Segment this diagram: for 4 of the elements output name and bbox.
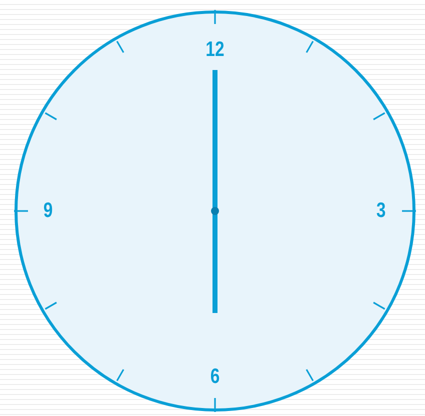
hour-number: 9 [43,200,53,222]
hour-number: 12 [206,39,224,61]
hour-number: 6 [210,366,220,388]
hour-number: 3 [376,200,386,222]
